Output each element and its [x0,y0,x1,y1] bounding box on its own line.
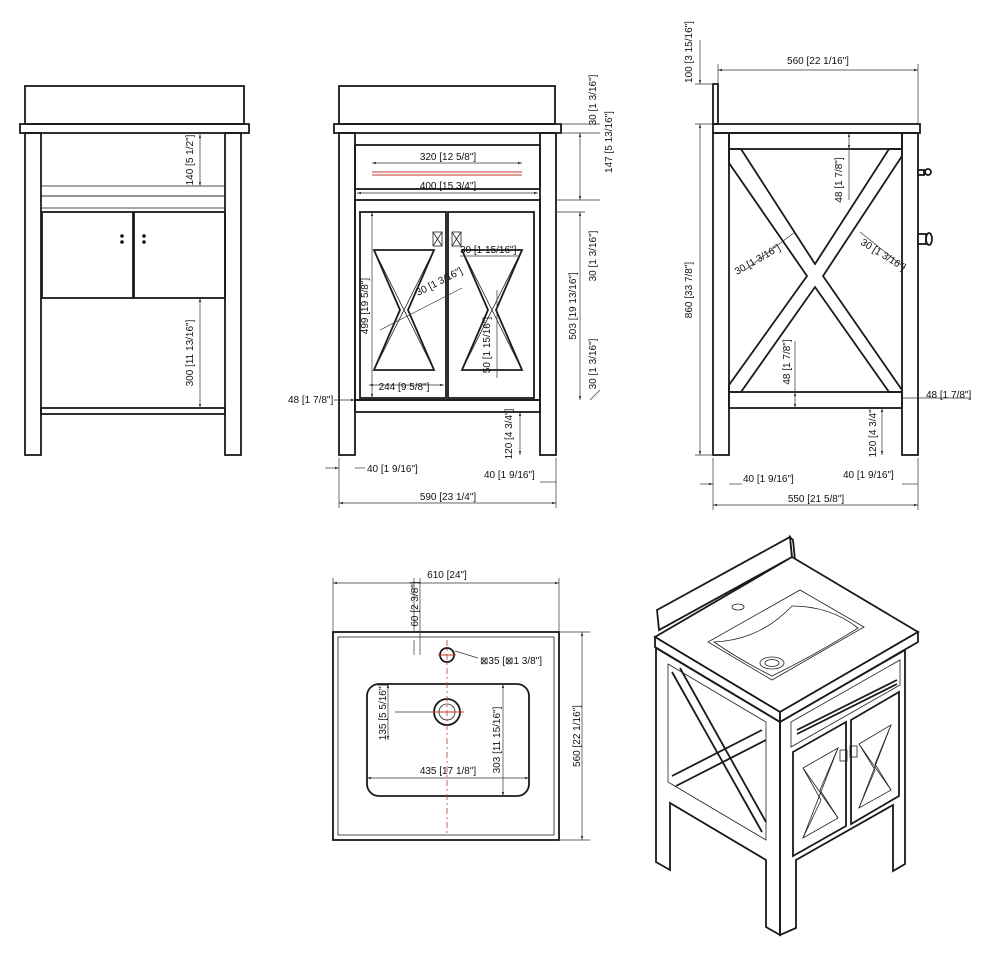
dim-front-leg-r: 40 [1 9/16"] [484,470,535,481]
top-view [332,578,590,841]
dim-front-side: 48 [1 7/8"] [288,395,333,406]
dim-side-leg-r: 40 [1 9/16"] [843,470,894,481]
dim-top-bowl-w: 435 [17 1/8"] [420,766,477,777]
dim-front-door-w: 244 [9 5/8"] [379,382,430,393]
hinge-icon [839,745,858,762]
dim-side-bottom-rail: 48 [1 7/8"] [782,339,793,384]
dim-front-bar: 30 [1 15/16"] [460,245,517,256]
knob-icon [120,240,124,244]
dim-front-rail: 30 [1 3/16"] [588,230,599,281]
dim-side-x-l: 30 [1 3/16"] [733,243,783,278]
dim-top-width: 610 [24"] [427,570,467,581]
hinge-icon [432,231,443,247]
dim-side-leg-l: 40 [1 9/16"] [743,474,794,485]
dim-side-right-post: 48 [1 7/8"] [926,390,971,401]
dim-front-leg-l: 40 [1 9/16"] [367,464,418,475]
dim-front-width: 590 [23 1/4"] [420,492,477,503]
dim-front-diag: 30 [1 3/16"] [414,266,464,299]
dim-front-drawer-w: 400 [15 3/4"] [420,181,477,192]
dim-top-bowl-h: 303 [11 15/16"] [492,706,503,773]
side-view-open [19,85,250,456]
dim-side-leg-h: 120 [4 3/4"] [868,406,879,457]
knob-icon [120,234,124,238]
dim-side-x-r: 30 [1 3/16"] [858,237,907,273]
handle-icon [917,232,933,246]
dim-top-hole: ⊠35 [⊠1 3/8"] [480,656,542,667]
knob-icon [142,234,146,238]
dim-front-drawer-h: 147 [5 13/16"] [604,111,615,173]
front-view [325,85,601,508]
dim-side-top-h: 140 [5 1/2"] [185,134,196,185]
dim-top-depth: 560 [22 1/16"] [572,705,583,767]
dim-side-top-depth: 560 [22 1/16"] [787,56,849,67]
dim-side-top-rail: 48 [1 7/8"] [834,157,845,202]
side-view-brace [695,40,970,510]
dim-side-depth: 550 [21 5/8"] [788,494,845,505]
hinge-icon [451,231,462,247]
dim-front-door-h: 499 [19 5/8"] [360,278,371,335]
dim-top-faucet: 60 [2 3/8"] [410,581,421,626]
dim-front-handle-w: 320 [12 5/8"] [420,152,477,163]
dim-front-leg-h: 120 [4 3/4"] [504,408,515,459]
knob-icon [142,240,146,244]
dim-front-top-thk: 30 [1 3/16"] [588,74,599,125]
dim-side-open-h: 300 [11 13/16"] [185,319,196,386]
dim-side-backsplash: 100 [3 15/16"] [684,21,695,83]
dim-side-height: 860 [33 7/8"] [684,262,695,319]
knob-icon [917,168,932,176]
dim-front-door-total: 503 [19 13/16"] [568,272,579,340]
isometric-view [653,534,920,937]
dim-front-bottom-rail: 30 [1 3/16"] [588,338,599,389]
dim-top-bowl-d: 135 [5 5/16"] [378,684,389,741]
dim-front-mid: 50 [1 15/16"] [482,317,493,374]
